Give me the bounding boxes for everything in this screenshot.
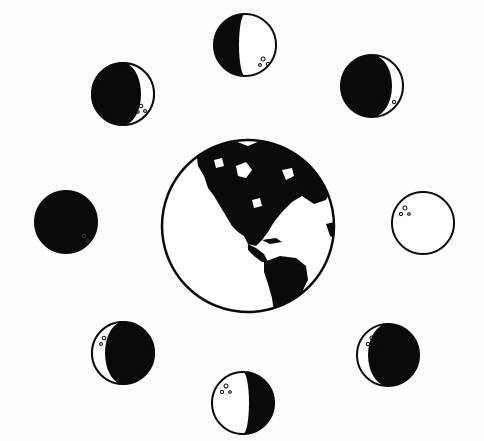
moon-waxing-gibbous — [341, 55, 403, 117]
moon-waning-crescent — [92, 322, 154, 384]
moon-waxing-crescent — [92, 63, 154, 125]
moon-last-quarter — [212, 372, 274, 434]
moon-new — [35, 191, 97, 253]
earth-globe — [162, 138, 336, 318]
moon-first-quarter — [214, 14, 276, 76]
moon-full — [392, 192, 454, 254]
moon-waning-gibbous — [357, 324, 419, 386]
